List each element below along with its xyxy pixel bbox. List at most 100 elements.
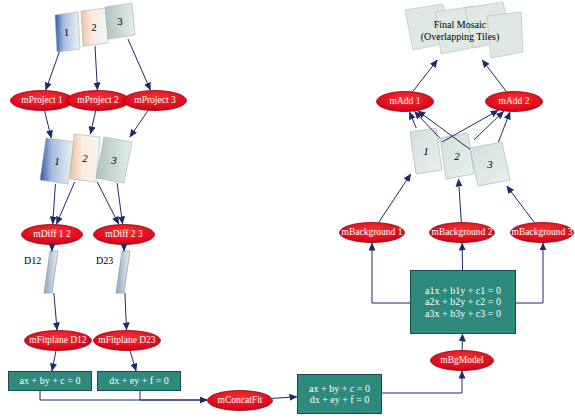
ellipse-shape (208, 391, 273, 411)
tile-shape (96, 137, 132, 183)
node-label: mConcatFit (218, 395, 263, 406)
node-label: D12 (24, 255, 41, 267)
node-label: mProject 2 (77, 95, 118, 106)
process-ellipse: mDiff 2 3 (93, 224, 155, 245)
process-ellipse: mProject 1 (10, 90, 74, 111)
flow-arrow (45, 111, 52, 138)
tile-number: 1 (64, 26, 70, 39)
node-label: ax + by + c = 0 (309, 383, 370, 395)
process-ellipse: mFitplane D12 (24, 330, 92, 351)
flow-arrow (124, 245, 125, 251)
equation-box: dx + ey + f = 0 (97, 371, 181, 391)
tile-shape (40, 138, 74, 184)
flow-arrow (474, 111, 504, 139)
flow-arrow (462, 243, 463, 270)
tile-number: 2 (91, 21, 97, 34)
image-tile: 3 (105, 3, 135, 39)
node-label: mFitplane D12 (29, 335, 86, 346)
tile-number: 3 (111, 154, 117, 167)
flow-arrow (459, 179, 462, 222)
process-ellipse: mConcatFit (207, 390, 273, 411)
flow-arrow (52, 351, 56, 371)
process-ellipse: mBackground 1 (339, 222, 405, 243)
difference-image: D23 (100, 251, 148, 293)
flow-arrow (372, 243, 410, 303)
process-ellipse: mProject 3 (123, 90, 187, 111)
tile-shape (70, 134, 100, 182)
flow-arrow (379, 174, 411, 222)
process-ellipse: mBgModel (430, 350, 494, 371)
ellipse-shape (94, 331, 161, 351)
node-label: mAdd 1 (390, 96, 421, 107)
tile-number: 3 (117, 15, 123, 28)
flow-arrow (95, 46, 97, 90)
tile-number: 1 (54, 155, 60, 168)
process-ellipse: mProject 2 (66, 90, 130, 111)
ellipse-shape (25, 331, 92, 351)
image-tile: 3 (470, 142, 510, 186)
equation-box: a1x + b1y + c1 = 0a2x + b2y + c2 = 0a3x … (410, 270, 516, 334)
tile-shape (105, 3, 135, 39)
image-tile: 3 (96, 137, 132, 183)
node-label: mProject 1 (21, 95, 62, 106)
ellipse-shape (430, 223, 495, 243)
flow-arrow (125, 293, 127, 330)
process-ellipse: mBackground 2 (429, 222, 495, 243)
process-ellipse: mDiff 1 2 (21, 224, 83, 245)
flow-arrow (382, 371, 462, 393)
flow-arrow (130, 111, 148, 137)
flow-arrow (52, 245, 53, 251)
ellipse-shape (377, 92, 434, 112)
tile-number: 2 (454, 150, 460, 163)
flow-arrow (507, 186, 535, 222)
flow-arrow (53, 184, 56, 224)
tile-number: 1 (423, 145, 429, 158)
process-ellipse: mFitplane D23 (93, 330, 161, 351)
image-tile: 1 (410, 128, 442, 174)
tile-number: 3 (487, 158, 493, 171)
tile-shape (470, 142, 510, 186)
flow-arrow (54, 293, 57, 330)
node-label: mBackground 2 (432, 227, 493, 238)
tile-shape (81, 8, 108, 46)
flow-arrow (409, 112, 416, 128)
flow-arrow (482, 60, 506, 91)
node-label: mFitplane D23 (98, 335, 155, 346)
node-label: a3x + b3y + c3 = 0 (425, 308, 501, 320)
ellipse-shape (511, 223, 574, 243)
flow-arrow (97, 182, 118, 224)
equation-box: ax + by + c = 0 (8, 371, 92, 391)
ellipse-shape (340, 223, 405, 243)
flow-arrow (462, 334, 463, 350)
flow-arrow (272, 397, 297, 399)
image-tile: 2 (80, 8, 108, 46)
node-label: mBackground 1 (342, 227, 403, 238)
node-label: dx + ey + f = 0 (109, 375, 169, 387)
flow-arrow (498, 112, 510, 142)
node-label: ax + by + c = 0 (20, 375, 81, 387)
ellipse-shape (94, 225, 155, 245)
slab-shape (116, 251, 130, 293)
flow-arrow (90, 111, 95, 134)
mosaic-output: Final Mosaic (Overlapping Tiles) (395, 2, 525, 60)
image-tile: 2 (70, 134, 100, 182)
flow-arrow (140, 391, 207, 400)
ellipse-shape (11, 91, 74, 111)
flow-arrow (117, 183, 123, 224)
node-label: D23 (96, 255, 113, 267)
process-ellipse: mBackground 3 (510, 222, 574, 243)
image-tile: 2 (440, 133, 474, 179)
flow-arrow (130, 351, 136, 371)
image-tile: 1 (40, 138, 74, 184)
node-label: mAdd 2 (499, 96, 530, 107)
ellipse-shape (486, 92, 543, 112)
process-ellipse: mAdd 1 (376, 91, 434, 112)
node-label: mBackground 3 (512, 227, 573, 238)
image-tile: 1 (53, 12, 80, 52)
flow-arrow (40, 391, 207, 400)
flow-arrow (56, 182, 74, 224)
node-label: mProject 3 (134, 95, 175, 106)
node-label: Final Mosaic (Overlapping Tiles) (410, 19, 510, 43)
slab-shape (44, 251, 58, 293)
